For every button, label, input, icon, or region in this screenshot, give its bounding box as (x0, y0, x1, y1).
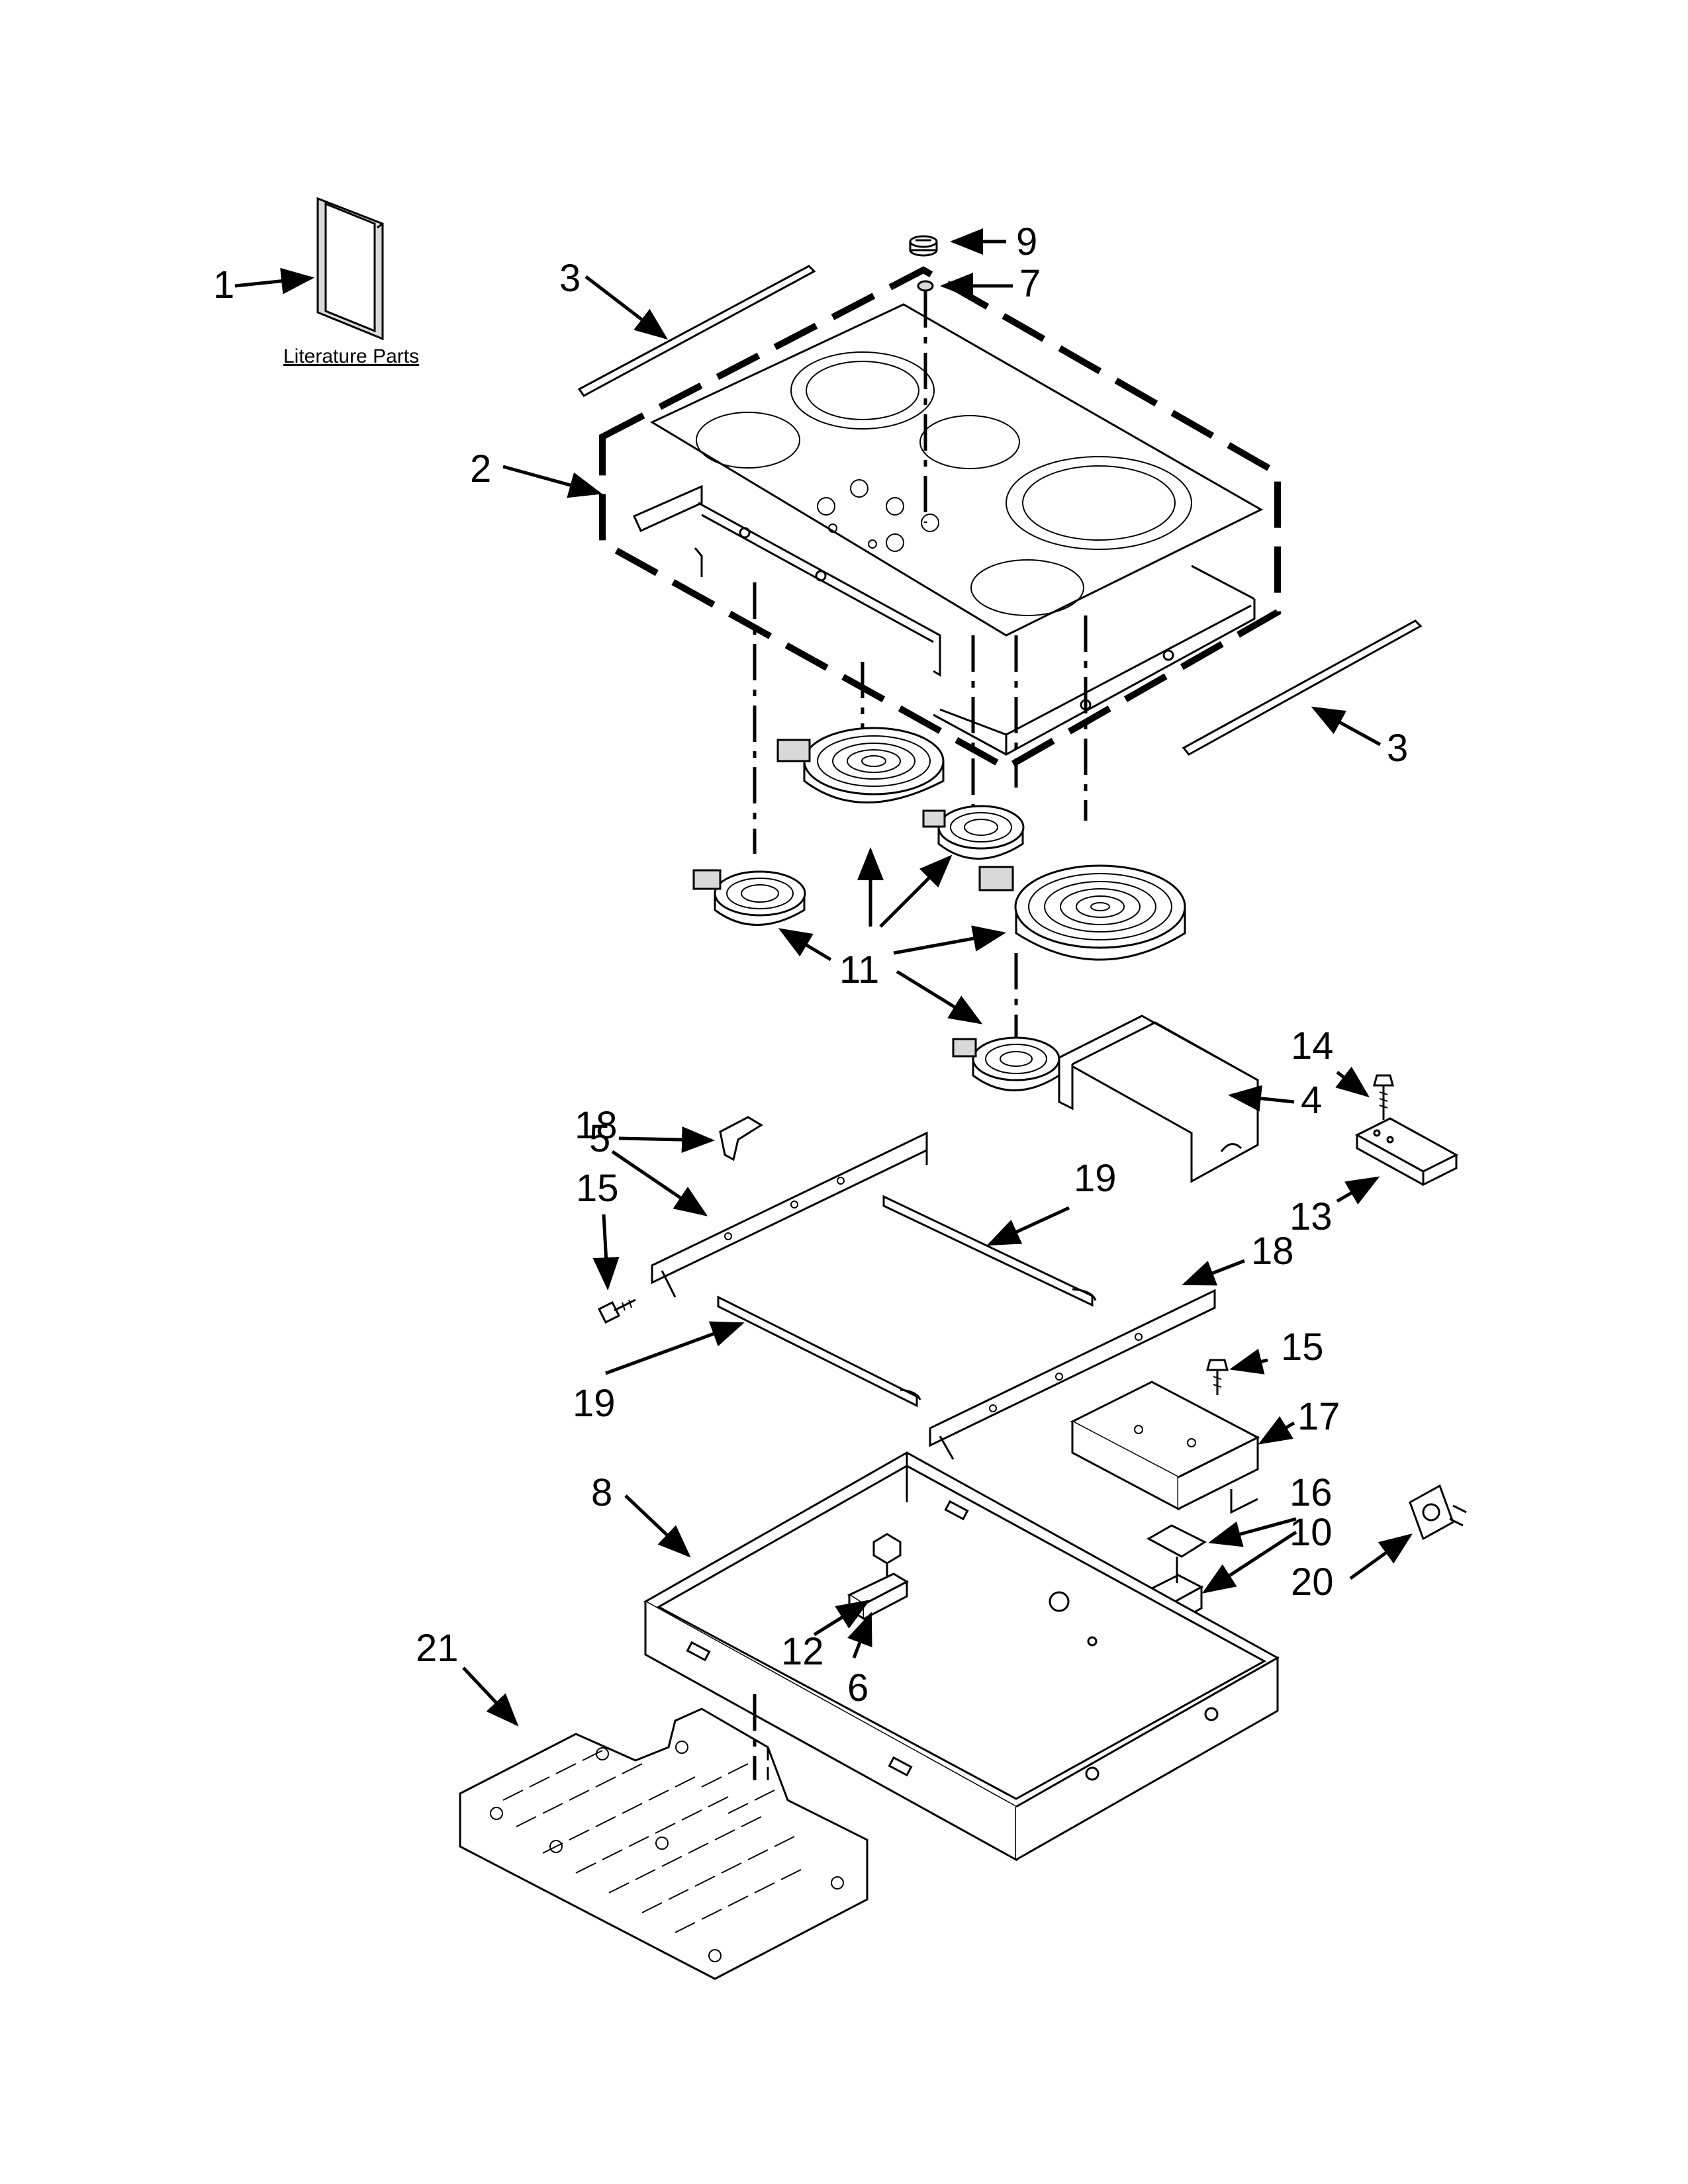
support-rail-right (929, 1289, 1216, 1460)
trim-strip-right (1182, 619, 1423, 756)
callout-14: 14 (1291, 1024, 1334, 1068)
radiant-element-small-bottom (952, 1036, 1060, 1091)
callout-11: 11 (839, 948, 879, 991)
callout-18-right: 18 (1251, 1230, 1294, 1273)
callout-19-left: 19 (573, 1382, 616, 1425)
callout-21: 21 (416, 1627, 459, 1670)
radiant-element-large-left (776, 727, 945, 803)
terminal-bracket (1354, 1117, 1459, 1187)
callout-5: 5 (589, 1117, 610, 1160)
callout-16: 16 (1289, 1471, 1333, 1514)
callout-6: 6 (847, 1666, 868, 1709)
callout-9: 9 (1016, 220, 1037, 263)
radiant-element-small-center (922, 805, 1025, 860)
base-pan (643, 1451, 1280, 1862)
electrical-box (1070, 1381, 1260, 1514)
radiant-element-small-left (692, 869, 806, 926)
callout-1: 1 (213, 263, 234, 306)
trim-strip-top (577, 265, 816, 397)
screw-left (597, 1298, 636, 1324)
callout-13: 13 (1289, 1195, 1333, 1238)
mounting-clip (719, 1116, 763, 1161)
vent-plate (459, 1707, 868, 1980)
callout-3-top: 3 (559, 257, 581, 300)
vent-slots (502, 1750, 802, 1933)
callout-15-right: 15 (1281, 1326, 1324, 1369)
cooktop-frame (633, 484, 1256, 756)
callout-18-left: 18 (575, 1104, 618, 1147)
callout-8: 8 (591, 1471, 612, 1514)
hex-nut (872, 1533, 902, 1582)
callout-19-right: 19 (1074, 1157, 1117, 1200)
callout-12: 12 (781, 1630, 824, 1673)
callout-7: 7 (1019, 262, 1041, 305)
bracket-screw (1373, 1074, 1394, 1120)
literature-parts-label: Literature Parts (283, 345, 419, 367)
screw-right (1206, 1359, 1229, 1395)
callout-15-left: 15 (576, 1167, 619, 1210)
support-rail-left (651, 1131, 928, 1298)
wire-bracket (1058, 1015, 1259, 1183)
callout-4: 4 (1301, 1079, 1322, 1122)
switch-plate (1146, 1524, 1207, 1558)
callout-20: 20 (1291, 1561, 1334, 1604)
leader-lines (234, 228, 1413, 1727)
callout-17: 17 (1297, 1395, 1340, 1438)
cross-rail-right (882, 1195, 1097, 1307)
callout-3-right: 3 (1387, 727, 1408, 770)
assembly-outline (599, 266, 1281, 772)
radiant-element-large-right (978, 864, 1186, 961)
cooktop-glass (649, 303, 1264, 637)
cross-rail-left (717, 1295, 921, 1408)
control-knob (909, 235, 938, 257)
knob-washer (917, 280, 934, 292)
callout-10: 10 (1289, 1511, 1333, 1554)
literature-booklet (316, 197, 384, 341)
callout-2: 2 (470, 447, 491, 490)
terminal-block (1409, 1484, 1467, 1541)
